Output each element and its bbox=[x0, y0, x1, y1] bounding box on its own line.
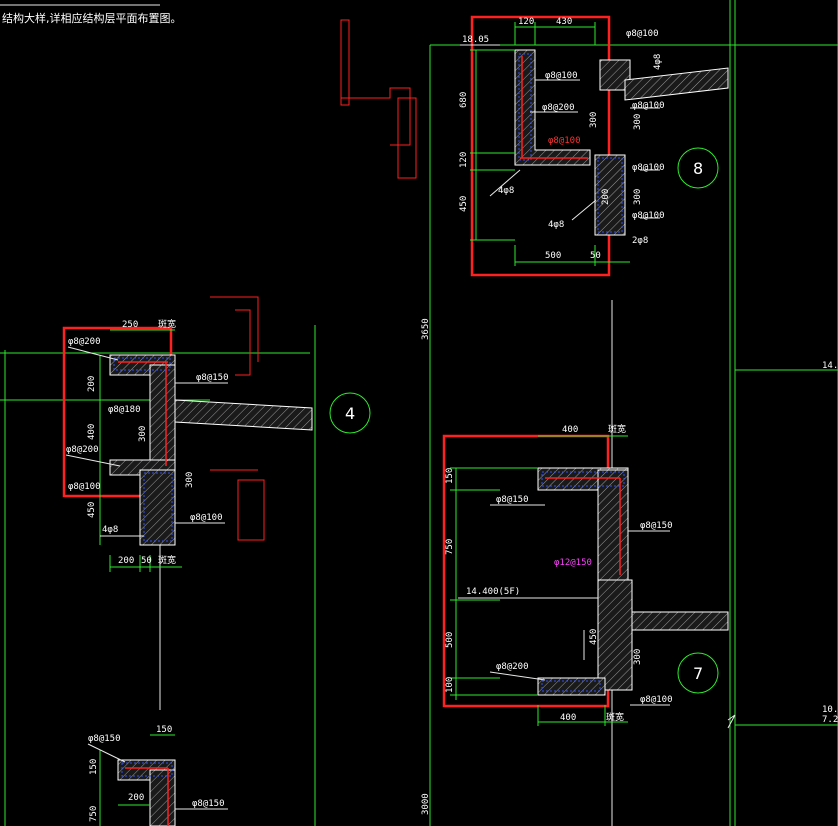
d8-label-2: φ8@200 bbox=[542, 103, 575, 113]
detail-7: 400 斑宽 150 750 500 100 400 斑宽 14.400(5F)… bbox=[442, 423, 729, 726]
bubble-7-label: 7 bbox=[693, 664, 703, 683]
d7-dim-top-1: 400 bbox=[562, 425, 578, 435]
section-8-column bbox=[594, 154, 626, 236]
d4-label-1: φ8@200 bbox=[68, 337, 101, 347]
section-7-slab bbox=[631, 611, 729, 631]
db-dim-3: 200 bbox=[128, 793, 144, 803]
section-4-wall bbox=[149, 364, 176, 461]
d4-dim-left-1: 200 bbox=[87, 376, 97, 392]
right-edge-1: 14.4 bbox=[822, 361, 838, 371]
d7-dim-top-2: 斑宽 bbox=[608, 423, 626, 435]
section-4-slab bbox=[174, 399, 313, 431]
bubble-8-label: 8 bbox=[693, 159, 703, 178]
d8-dim-top-2: 430 bbox=[556, 17, 572, 27]
d8-label-7: φ8@100 bbox=[632, 163, 665, 173]
d4-label-5: φ8@100 bbox=[68, 482, 101, 492]
d4-dim-top-2: 斑宽 bbox=[158, 318, 176, 330]
d4-dim-left-2: 400 bbox=[87, 424, 97, 440]
break-mark bbox=[727, 714, 736, 729]
d7-label-1: φ8@150 bbox=[496, 495, 529, 505]
d4-label-6: 4φ8 bbox=[102, 525, 118, 535]
d7-dim-left-4: 100 bbox=[445, 677, 455, 693]
d8-dim-top-1: 120 bbox=[518, 17, 534, 27]
d8-label-9: φ8@100 bbox=[626, 29, 659, 39]
d8-label-5: 4φ8 bbox=[548, 220, 564, 230]
d4-label-2: φ8@150 bbox=[196, 373, 229, 383]
detail-4: 250 斑宽 200 400 450 200 50 斑宽 φ8@200 φ8@1… bbox=[62, 318, 313, 572]
d7-dim-left-2: 750 bbox=[445, 539, 455, 555]
detail-8: 120 430 18.05 680 120 450 500 50 φ8@100 … bbox=[459, 15, 729, 277]
d8-label-12: 300 bbox=[633, 114, 643, 130]
header-note: 结构大样,详相应结构层平面布置图。 bbox=[2, 11, 182, 25]
bubble-4-label: 4 bbox=[345, 404, 355, 423]
d8-label-8: φ8@100 bbox=[632, 211, 665, 221]
d4-dim-bottom-2: 50 bbox=[141, 556, 152, 566]
d4-dim-left-3: 450 bbox=[87, 502, 97, 518]
d8-dim-bottom-2: 50 bbox=[590, 251, 601, 261]
right-edge-3: 7.2 bbox=[822, 715, 838, 725]
dim-3000: 3000 bbox=[421, 793, 431, 815]
section-7-column bbox=[597, 579, 633, 691]
d8-dim-left-1: 680 bbox=[459, 92, 469, 108]
d4-dim-bottom-3: 斑宽 bbox=[158, 554, 176, 566]
section-bottom-wall bbox=[149, 769, 176, 826]
db-dim-1: 150 bbox=[156, 725, 172, 735]
d4-label-9: 300 bbox=[185, 472, 195, 488]
d8-label-6: φ8@100 bbox=[632, 101, 665, 111]
bubble-7 bbox=[677, 652, 719, 694]
db-label-1: φ8@150 bbox=[88, 734, 121, 744]
d8-label-3: φ8@100 bbox=[548, 136, 581, 146]
section-4-column bbox=[139, 469, 176, 546]
d7-label-4: φ8@200 bbox=[496, 662, 529, 672]
section-8-upper bbox=[514, 49, 591, 166]
d4-label-4: φ8@200 bbox=[66, 445, 99, 455]
d8-label-15: 4φ8 bbox=[653, 54, 663, 70]
d4-label-7: φ8@100 bbox=[190, 513, 223, 523]
right-edge-2: 10.8 bbox=[822, 705, 838, 715]
d8-dim-bottom-1: 500 bbox=[545, 251, 561, 261]
detail-bottom: 150 150 200 750 φ8@150 φ8@150 bbox=[87, 725, 228, 826]
d7-dim-left-3: 500 bbox=[445, 632, 455, 648]
d8-label-11: 300 bbox=[589, 112, 599, 128]
d8-label-4: 4φ8 bbox=[498, 186, 514, 196]
red-outline-group-top bbox=[210, 19, 417, 541]
d7-label-6: 450 bbox=[589, 629, 599, 645]
d7-label-3: φ12@150 bbox=[554, 558, 592, 568]
d7-label-7: 300 bbox=[633, 649, 643, 665]
d7-dim-bottom-2: 斑宽 bbox=[606, 711, 624, 723]
d4-dim-top-1: 250 bbox=[122, 320, 138, 330]
d7-level: 14.400(5F) bbox=[466, 587, 520, 597]
d8-label-1: φ8@100 bbox=[545, 71, 578, 81]
d7-dim-bottom-1: 400 bbox=[560, 713, 576, 723]
d4-label-8: 300 bbox=[138, 426, 148, 442]
d8-dim-left-3: 450 bbox=[459, 196, 469, 212]
bubble-4 bbox=[329, 392, 371, 434]
d7-label-5: φ8@100 bbox=[640, 695, 673, 705]
highlight-box-8 bbox=[470, 15, 611, 277]
section-8-slab bbox=[624, 67, 729, 101]
db-label-2: φ8@150 bbox=[192, 799, 225, 809]
db-dim-2: 150 bbox=[89, 759, 99, 775]
d8-label-14: 300 bbox=[633, 189, 643, 205]
d7-dim-left-1: 150 bbox=[445, 468, 455, 484]
dim-3650: 3650 bbox=[421, 318, 431, 340]
d8-label-13: 200 bbox=[601, 189, 611, 205]
d8-level: 18.05 bbox=[462, 35, 489, 45]
d8-dim-left-2: 120 bbox=[459, 152, 469, 168]
bubble-8 bbox=[677, 147, 719, 189]
d4-dim-bottom-1: 200 bbox=[118, 556, 134, 566]
d7-label-2: φ8@150 bbox=[640, 521, 673, 531]
d8-label-10: 2φ8 bbox=[632, 236, 648, 246]
db-dim-4: 750 bbox=[89, 806, 99, 822]
d4-label-3: φ8@180 bbox=[108, 405, 141, 415]
